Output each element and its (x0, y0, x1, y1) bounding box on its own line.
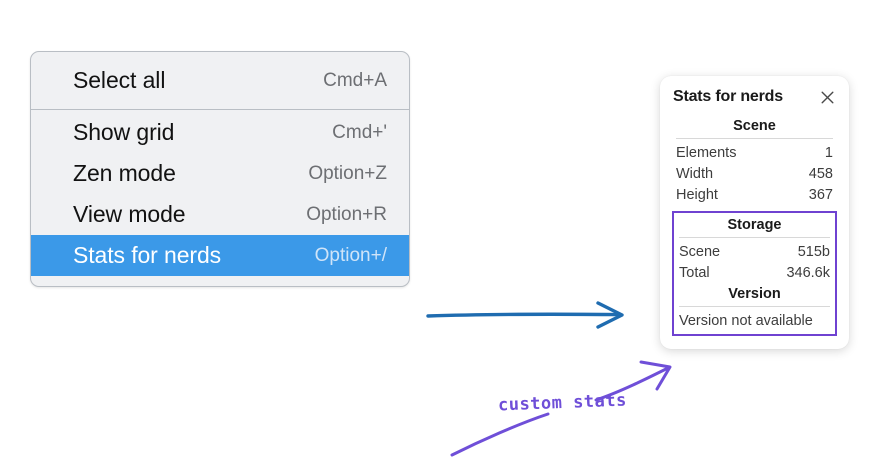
stats-panel-header: Stats for nerds (673, 88, 836, 106)
menu-item-view-mode[interactable]: View mode Option+R (31, 194, 409, 235)
menu-item-shortcut: Cmd+' (332, 121, 387, 143)
stats-row-key: Scene (679, 243, 721, 260)
close-icon[interactable] (819, 89, 836, 106)
stats-row-value: 367 (808, 186, 833, 203)
stats-row-elements: Elements 1 (673, 142, 836, 163)
stats-for-nerds-panel: Stats for nerds Scene Elements 1 Width 4… (660, 76, 849, 349)
stats-row-storage-scene: Scene 515b (676, 241, 833, 262)
stats-row-value: 346.6k (786, 264, 830, 281)
section-heading-version: Version (728, 286, 781, 302)
menu-item-show-grid[interactable]: Show grid Cmd+' (31, 112, 409, 153)
blue-arrow-menu-to-panel (426, 301, 624, 329)
menu-item-shortcut: Option+/ (314, 244, 387, 266)
menu-item-label: View mode (73, 201, 186, 227)
section-divider (679, 306, 830, 307)
menu-group-1: Select all Cmd+A (31, 58, 409, 103)
stats-section-version: Version Version not available (676, 283, 833, 330)
version-note: Version not available (679, 313, 813, 329)
stats-row-value: 458 (808, 165, 833, 182)
stats-section-storage: Storage Scene 515b Total 346.6k (676, 214, 833, 283)
menu-item-shortcut: Option+Z (308, 162, 387, 184)
menu-separator (31, 109, 409, 110)
stats-row-key: Total (679, 264, 710, 281)
menu-item-zen-mode[interactable]: Zen mode Option+Z (31, 153, 409, 194)
stats-row-key: Elements (676, 144, 737, 161)
menu-item-label: Select all (73, 67, 166, 93)
purple-underline-stroke (450, 412, 550, 457)
menu-item-label: Show grid (73, 119, 175, 145)
section-divider (676, 138, 833, 139)
annotation-label-custom-stats: custom stats (497, 390, 628, 416)
section-heading-scene: Scene (733, 118, 776, 134)
menu-group-2: Show grid Cmd+' Zen mode Option+Z View m… (31, 110, 409, 278)
section-heading-storage: Storage (727, 217, 782, 233)
menu-item-select-all[interactable]: Select all Cmd+A (31, 60, 409, 101)
stats-section-scene: Scene Elements 1 Width 458 Height 367 (673, 115, 836, 205)
stats-row-value: 1 (824, 144, 833, 161)
stats-row-value: 515b (797, 243, 830, 260)
custom-stats-highlight-box: Storage Scene 515b Total 346.6k Version … (672, 211, 837, 336)
stats-row-width: Width 458 (673, 163, 836, 184)
stats-row-key: Width (676, 165, 714, 182)
stats-row-storage-total: Total 346.6k (676, 262, 833, 283)
menu-item-shortcut: Option+R (306, 203, 387, 225)
menu-item-label: Zen mode (73, 160, 176, 186)
stats-row-key: Height (676, 186, 718, 203)
section-divider (679, 237, 830, 238)
menu-item-shortcut: Cmd+A (323, 69, 387, 91)
menu-item-label: Stats for nerds (73, 242, 222, 268)
stats-row-height: Height 367 (673, 184, 836, 205)
menu-item-stats-for-nerds[interactable]: Stats for nerds Option+/ (31, 235, 409, 276)
context-menu[interactable]: Select all Cmd+A Show grid Cmd+' Zen mod… (30, 51, 410, 287)
stats-panel-title: Stats for nerds (673, 88, 783, 105)
